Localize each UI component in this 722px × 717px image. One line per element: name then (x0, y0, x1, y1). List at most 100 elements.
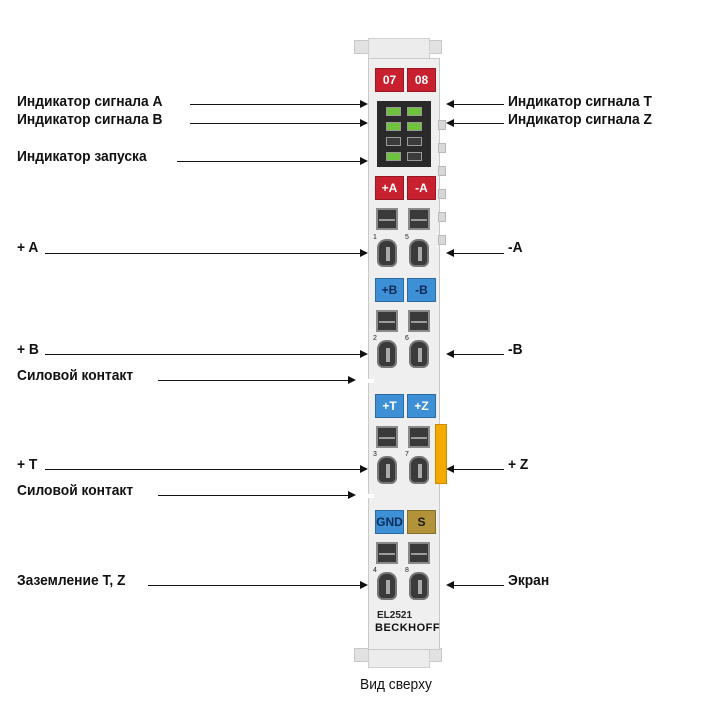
label-power-contact-1: Силовой контакт (17, 367, 134, 384)
power-contact-notch (368, 379, 374, 383)
leader-line (454, 469, 504, 470)
label-signal-z-indicator: Индикатор сигнала Z (508, 111, 652, 128)
tab-gnd: GND (375, 510, 404, 534)
arrow-head (360, 249, 368, 257)
leader-line (190, 104, 360, 105)
leader-line (454, 123, 504, 124)
leader-line (177, 161, 360, 162)
leader-line (45, 354, 360, 355)
leader-line (454, 585, 504, 586)
terminal-number: 5 (405, 234, 409, 241)
label-plus-t: + T (17, 456, 38, 473)
terminal-clamp-5 (409, 239, 429, 267)
caption-top-view: Вид сверху (360, 676, 432, 693)
arrow-head (446, 581, 454, 589)
release-slot (376, 426, 398, 448)
led-signal-t (407, 107, 422, 116)
led-signal-b (386, 122, 401, 131)
label-minus-a: -A (508, 239, 523, 256)
tab-07: 07 (375, 68, 404, 92)
terminal-number: 7 (405, 451, 409, 458)
terminal-clamp-7 (409, 456, 429, 484)
leader-line (454, 253, 504, 254)
label-signal-a-indicator: Индикатор сигнала A (17, 93, 163, 110)
label-signal-t-indicator: Индикатор сигнала T (508, 93, 652, 110)
contact-pin (438, 143, 446, 153)
label-plus-z: + Z (508, 456, 529, 473)
arrow-head (446, 350, 454, 358)
arrow-head (360, 157, 368, 165)
terminal-number: 2 (373, 335, 377, 342)
terminal-clamp-6 (409, 340, 429, 368)
arrow-head (360, 119, 368, 127)
leader-line (454, 104, 504, 105)
brand-logo: BECKHOFF (375, 622, 441, 634)
arrow-head (446, 119, 454, 127)
tab-plus-z: +Z (407, 394, 436, 418)
release-slot (376, 310, 398, 332)
tab-plus-a: +A (375, 176, 404, 200)
label-run-indicator: Индикатор запуска (17, 148, 147, 165)
led-panel (377, 101, 431, 167)
arrow-head (446, 100, 454, 108)
arrow-head (360, 100, 368, 108)
leader-line (190, 123, 360, 124)
arrow-head (360, 465, 368, 473)
tab-minus-a: -A (407, 176, 436, 200)
contact-pin (438, 120, 446, 130)
terminal-number: 3 (373, 451, 377, 458)
label-power-contact-2: Силовой контакт (17, 482, 134, 499)
terminal-number: 1 (373, 234, 377, 241)
terminal-clamp-8 (409, 572, 429, 600)
led-off (407, 137, 422, 146)
terminal-module: 07 08 +A -A 1 5 +B -B 2 6 +T +Z 3 7 (350, 38, 447, 668)
label-plus-b: + B (17, 341, 39, 358)
arrow-head (360, 581, 368, 589)
contact-pin (438, 189, 446, 199)
leader-line (158, 380, 348, 381)
terminal-clamp-4 (377, 572, 397, 600)
led-signal-z (407, 122, 422, 131)
power-contact-notch (368, 494, 374, 498)
arrow-head (446, 465, 454, 473)
terminal-clamp-2 (377, 340, 397, 368)
release-slot (408, 310, 430, 332)
terminal-number: 6 (405, 335, 409, 342)
release-slot (408, 426, 430, 448)
tab-plus-t: +T (375, 394, 404, 418)
contact-pin (438, 166, 446, 176)
contact-pin (438, 212, 446, 222)
leader-line (45, 253, 360, 254)
release-slot (408, 208, 430, 230)
release-slot (408, 542, 430, 564)
tab-08: 08 (407, 68, 436, 92)
leader-line (148, 585, 360, 586)
led-run (386, 152, 401, 161)
arrow-head (348, 491, 356, 499)
arrow-head (446, 249, 454, 257)
terminal-number: 4 (373, 567, 377, 574)
model-label: EL2521 (377, 610, 413, 621)
led-signal-a (386, 107, 401, 116)
label-minus-b: -B (508, 341, 523, 358)
leader-line (45, 469, 360, 470)
leader-line (454, 354, 504, 355)
led-off (386, 137, 401, 146)
arrow-head (360, 350, 368, 358)
terminal-number: 8 (405, 567, 409, 574)
release-slot (376, 542, 398, 564)
terminal-clamp-1 (377, 239, 397, 267)
label-shield: Экран (508, 572, 550, 589)
label-plus-a: + A (17, 239, 39, 256)
leader-line (158, 495, 348, 496)
label-ground-tz: Заземление T, Z (17, 572, 126, 589)
led-off (407, 152, 422, 161)
terminal-clamp-3 (377, 456, 397, 484)
tab-minus-b: -B (407, 278, 436, 302)
label-signal-b-indicator: Индикатор сигнала B (17, 111, 163, 128)
tab-shield: S (407, 510, 436, 534)
orange-contact (435, 424, 447, 484)
contact-pin (438, 235, 446, 245)
arrow-head (348, 376, 356, 384)
release-slot (376, 208, 398, 230)
